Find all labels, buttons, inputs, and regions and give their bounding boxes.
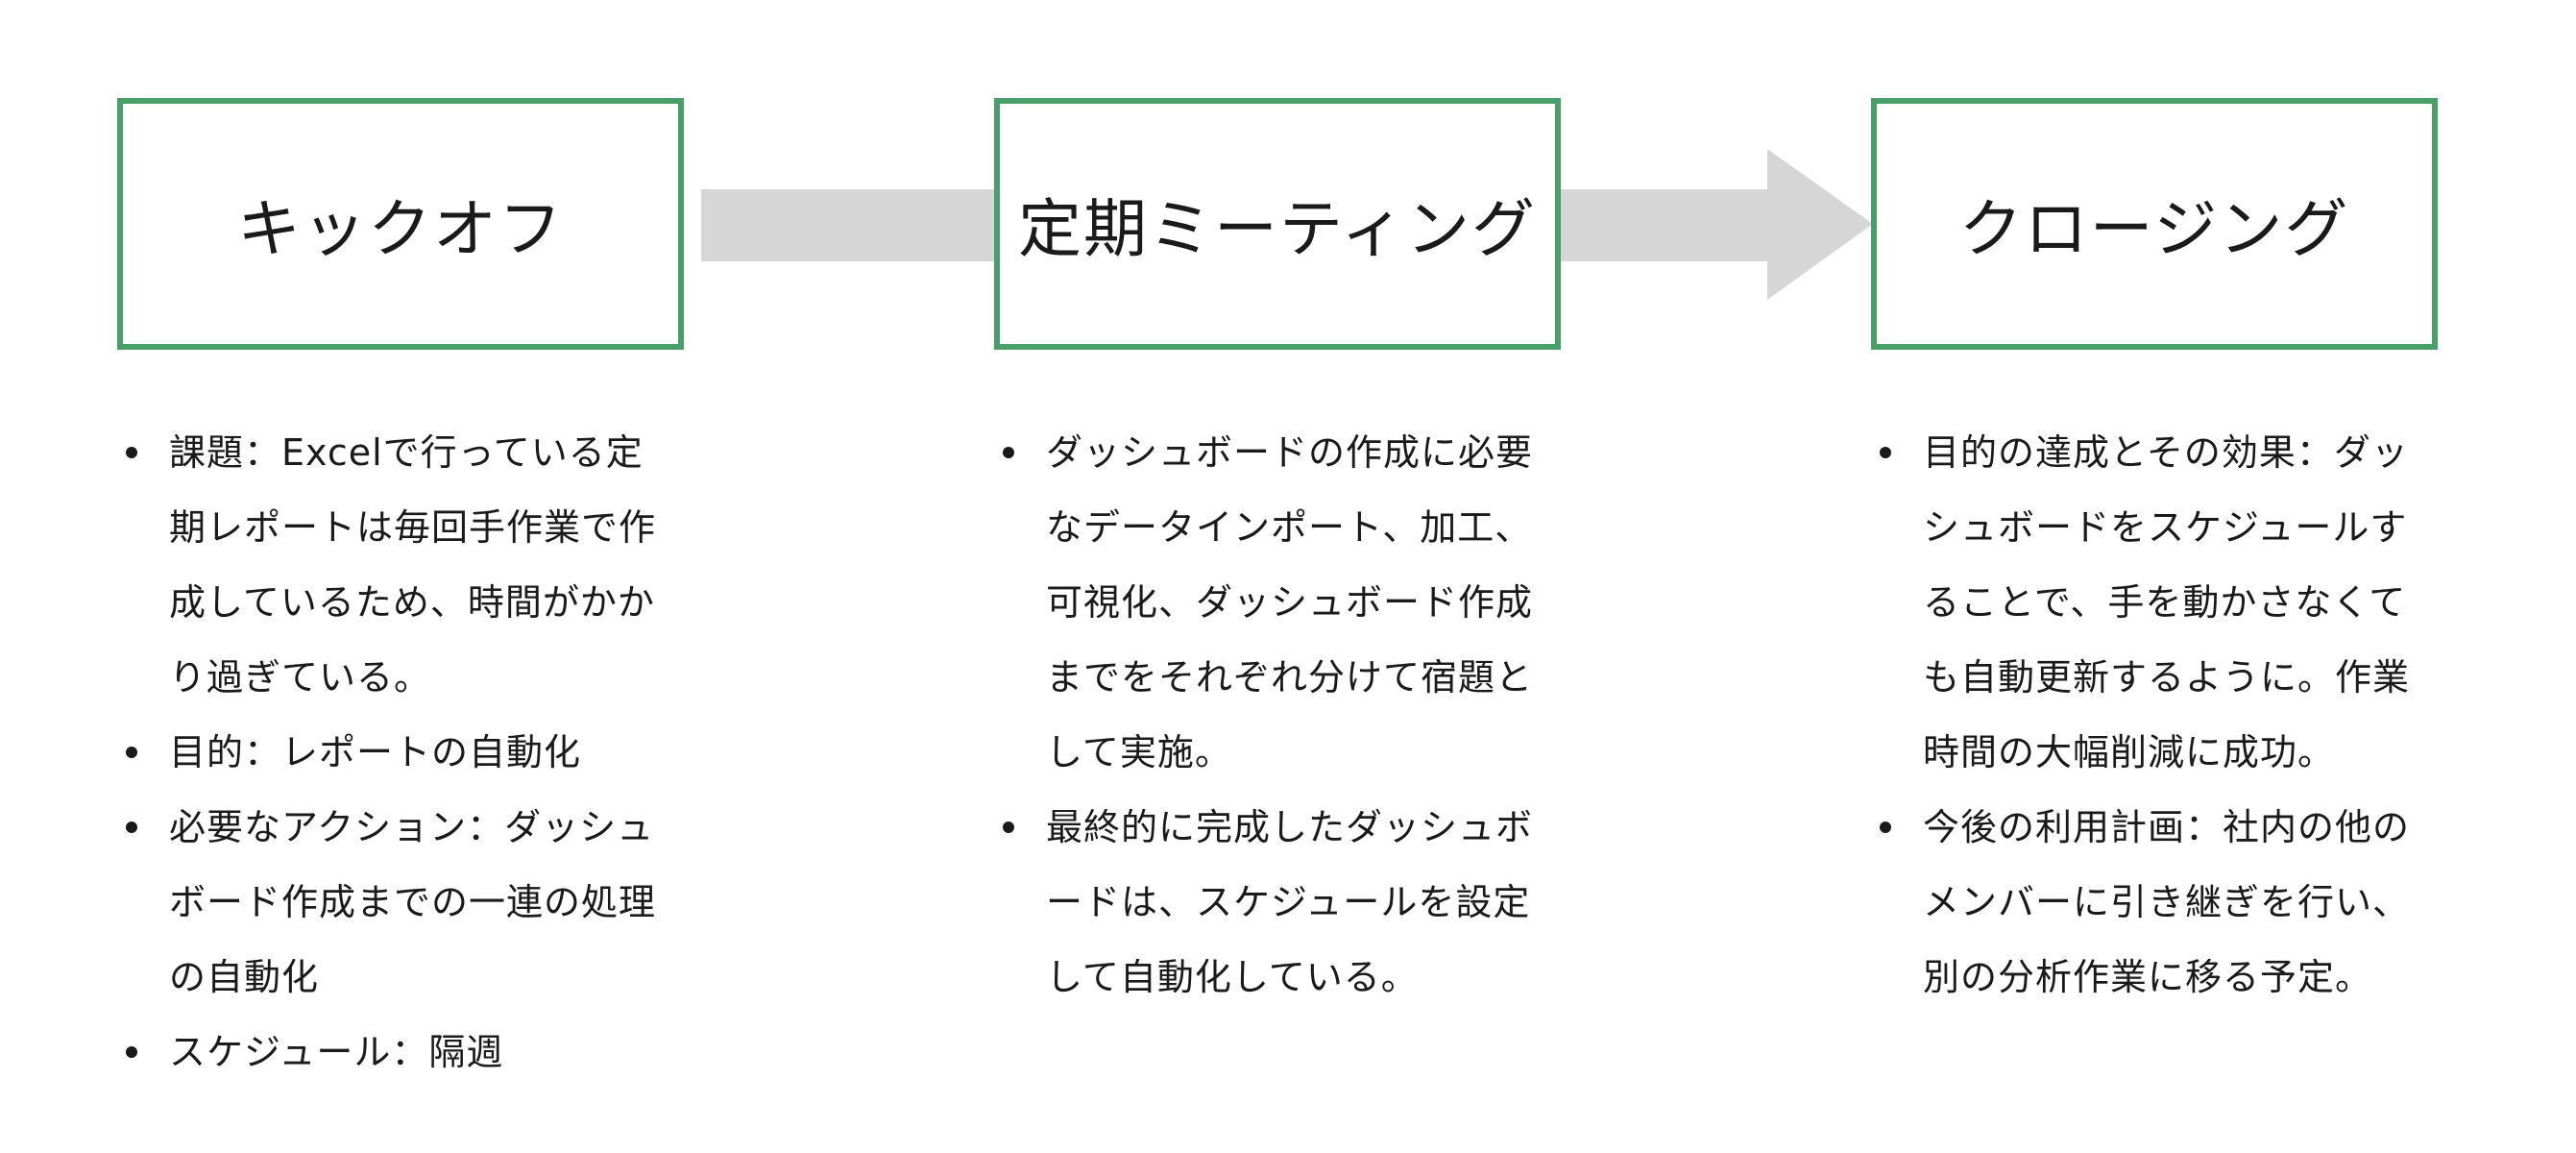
note-item: 目的の達成とその効果：ダッシュボードをスケジュールすることで、手を動かさなくても… (1871, 415, 2423, 790)
stage-notes-regular-meeting: ダッシュボードの作成に必要なデータインポート、加工、可視化、ダッシュボード作成ま… (994, 415, 1546, 1015)
stage-title-closing: クロージング (1958, 192, 2350, 266)
stage-notes-closing: 目的の達成とその効果：ダッシュボードをスケジュールすることで、手を動かさなくても… (1871, 415, 2423, 1015)
note-item: 最終的に完成したダッシュボードは、スケジュールを設定して自動化している。 (994, 790, 1546, 1015)
stage-title-regular-meeting: 定期ミーティング (1017, 192, 1538, 266)
note-item: 今後の利用計画：社内の他のメンバーに引き継ぎを行い、別の分析作業に移る予定。 (1871, 790, 2423, 1015)
note-item: 課題：Excelで行っている定期レポートは毎回手作業で作成しているため、時間がか… (117, 415, 669, 715)
stage-title-kickoff: キックオフ (237, 192, 564, 266)
stage-box-closing: クロージング (1871, 98, 2438, 350)
note-item: 必要なアクション：ダッシュボード作成までの一連の処理の自動化 (117, 790, 669, 1015)
stage-box-regular-meeting: 定期ミーティング (994, 98, 1561, 350)
note-item: 目的：レポートの自動化 (117, 715, 669, 790)
stage-box-kickoff: キックオフ (117, 98, 684, 350)
note-item: スケジュール：隔週 (117, 1015, 669, 1090)
stage-notes-kickoff: 課題：Excelで行っている定期レポートは毎回手作業で作成しているため、時間がか… (117, 415, 669, 1090)
note-item: ダッシュボードの作成に必要なデータインポート、加工、可視化、ダッシュボード作成ま… (994, 415, 1546, 790)
